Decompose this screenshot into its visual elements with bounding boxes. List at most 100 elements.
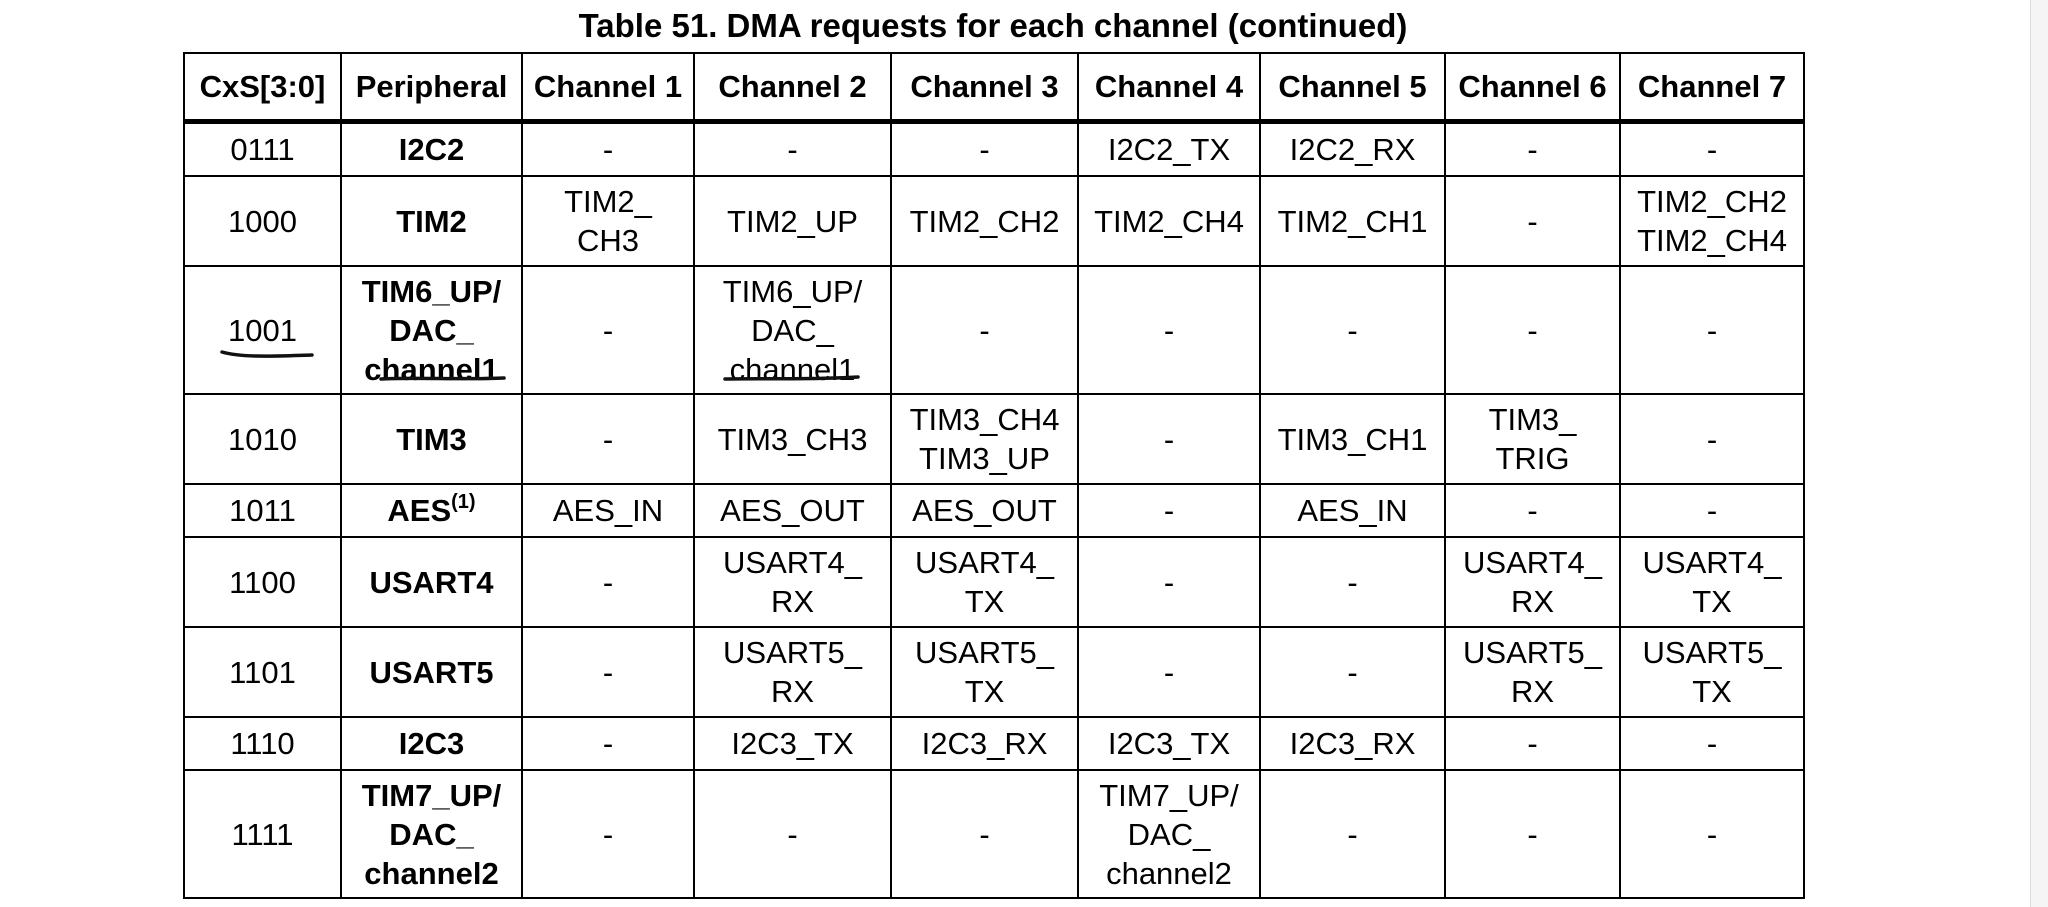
- peripheral-line: channel1: [364, 351, 499, 387]
- channel-request: USART5_: [915, 635, 1054, 670]
- channel-request: -: [1163, 493, 1175, 528]
- channel-7-cell: -: [1619, 769, 1805, 899]
- cxs-cell: 1110: [183, 716, 342, 771]
- channel-2-cell: TIM3_CH3: [693, 393, 892, 485]
- channel-request: -: [1163, 654, 1175, 690]
- channel-request: -: [1163, 312, 1175, 348]
- cxs-cell: 1011: [183, 483, 342, 538]
- cxs-cell: 1101: [183, 626, 342, 718]
- channel-3-cell: TIM2_CH2: [890, 175, 1079, 267]
- peripheral-line: DAC_: [389, 816, 474, 852]
- channel-5-cell: -: [1259, 265, 1446, 395]
- channel-2-cell: USART4_RX: [693, 536, 892, 628]
- channel-request: USART5_: [1642, 635, 1782, 670]
- channel-request: USART4_: [1463, 545, 1602, 580]
- channel-request: TIM3_CH4: [909, 402, 1060, 437]
- channel-request: AES_IN: [552, 493, 664, 528]
- channel-4-cell: -: [1077, 626, 1261, 718]
- channel-request: USART5_: [723, 635, 862, 670]
- channel-request: RX: [1510, 584, 1555, 619]
- channel-request: -: [1527, 132, 1538, 167]
- channel-5-cell: -: [1259, 536, 1446, 628]
- channel-request: channel1: [729, 351, 856, 387]
- channel-request: TIM2_: [564, 184, 652, 219]
- channel-2-cell: AES_OUT: [693, 483, 892, 538]
- channel-request: TIM2_UP: [727, 203, 858, 239]
- peripheral-cell: TIM3: [340, 393, 523, 485]
- channel-3-cell: -: [890, 120, 1079, 177]
- channel-7-cell: USART4_TX: [1619, 536, 1805, 628]
- channel-4-cell: -: [1077, 483, 1261, 538]
- channel-request: -: [602, 654, 614, 690]
- channel-1-cell: -: [521, 265, 695, 395]
- peripheral-line: TIM2: [396, 203, 467, 239]
- header-channel-4: Channel 4: [1077, 52, 1261, 124]
- peripheral-line: I2C2: [398, 132, 465, 167]
- channel-request: I2C3_TX: [1107, 726, 1231, 761]
- header-channel-6: Channel 6: [1444, 52, 1621, 124]
- channel-request: TIM2_CH4: [1637, 223, 1787, 258]
- header-channel-5: Channel 5: [1259, 52, 1446, 124]
- channel-7-cell: -: [1619, 120, 1805, 177]
- channel-request: TIM2_CH2: [909, 203, 1060, 239]
- channel-4-cell: I2C2_TX: [1077, 120, 1261, 177]
- channel-request: I2C3_RX: [921, 726, 1048, 761]
- peripheral-line: TIM6_UP/: [361, 273, 502, 309]
- channel-request: TRIG: [1495, 441, 1570, 476]
- channel-1-cell: -: [521, 769, 695, 899]
- channel-3-cell: -: [890, 769, 1079, 899]
- cxs-value: 1111: [231, 816, 294, 852]
- channel-request: AES_IN: [1297, 493, 1408, 528]
- channel-5-cell: AES_IN: [1259, 483, 1446, 538]
- channel-request: USART5_: [1463, 635, 1602, 670]
- channel-request: TX: [964, 674, 1005, 709]
- channel-2-cell: TIM2_UP: [693, 175, 892, 267]
- channel-7-cell: USART5_ TX: [1619, 626, 1805, 718]
- channel-3-cell: -: [890, 265, 1079, 395]
- channel-7-cell: -: [1619, 716, 1805, 771]
- channel-5-cell: -: [1259, 769, 1446, 899]
- channel-request: -: [602, 421, 614, 457]
- channel-1-cell: -: [521, 393, 695, 485]
- header-channel-7: Channel 7: [1619, 52, 1805, 124]
- channel-request: TIM3_: [1488, 402, 1577, 437]
- channel-request: -: [1163, 421, 1175, 457]
- peripheral-line: AES(1): [346, 491, 517, 530]
- channel-6-cell: USART4_ RX: [1444, 536, 1621, 628]
- channel-request: TX: [1692, 584, 1732, 619]
- channel-request: TX: [1692, 674, 1732, 709]
- channel-request: -: [1163, 564, 1175, 600]
- channel-request: TIM6_UP/: [722, 273, 863, 309]
- channel-request: -: [787, 816, 798, 852]
- channel-request: DAC_: [1127, 816, 1211, 852]
- channel-request: TIM3_UP: [919, 441, 1050, 476]
- cxs-value: 1100: [229, 564, 296, 600]
- channel-request: USART4_: [915, 545, 1054, 580]
- channel-request: channel2: [1106, 855, 1232, 891]
- channel-request: -: [602, 564, 614, 600]
- channel-7-cell: -: [1619, 393, 1805, 485]
- channel-request: -: [1347, 564, 1358, 600]
- channel-6-cell: -: [1444, 120, 1621, 177]
- channel-4-cell: I2C3_TX: [1077, 716, 1261, 771]
- channel-5-cell: -: [1259, 626, 1446, 718]
- peripheral-line: channel2: [364, 855, 499, 891]
- peripheral-cell: USART4: [340, 536, 523, 628]
- header-channel-2: Channel 2: [693, 52, 892, 124]
- scrollbar-track[interactable]: [2030, 0, 2048, 907]
- channel-request: -: [1706, 421, 1718, 457]
- channel-3-cell: USART4_TX: [890, 536, 1079, 628]
- cxs-value: 1010: [228, 421, 297, 457]
- channel-1-cell: -: [521, 716, 695, 771]
- channel-request: TIM3_CH3: [717, 421, 868, 457]
- channel-4-cell: -: [1077, 265, 1261, 395]
- channel-6-cell: -: [1444, 769, 1621, 899]
- channel-request: -: [787, 132, 798, 167]
